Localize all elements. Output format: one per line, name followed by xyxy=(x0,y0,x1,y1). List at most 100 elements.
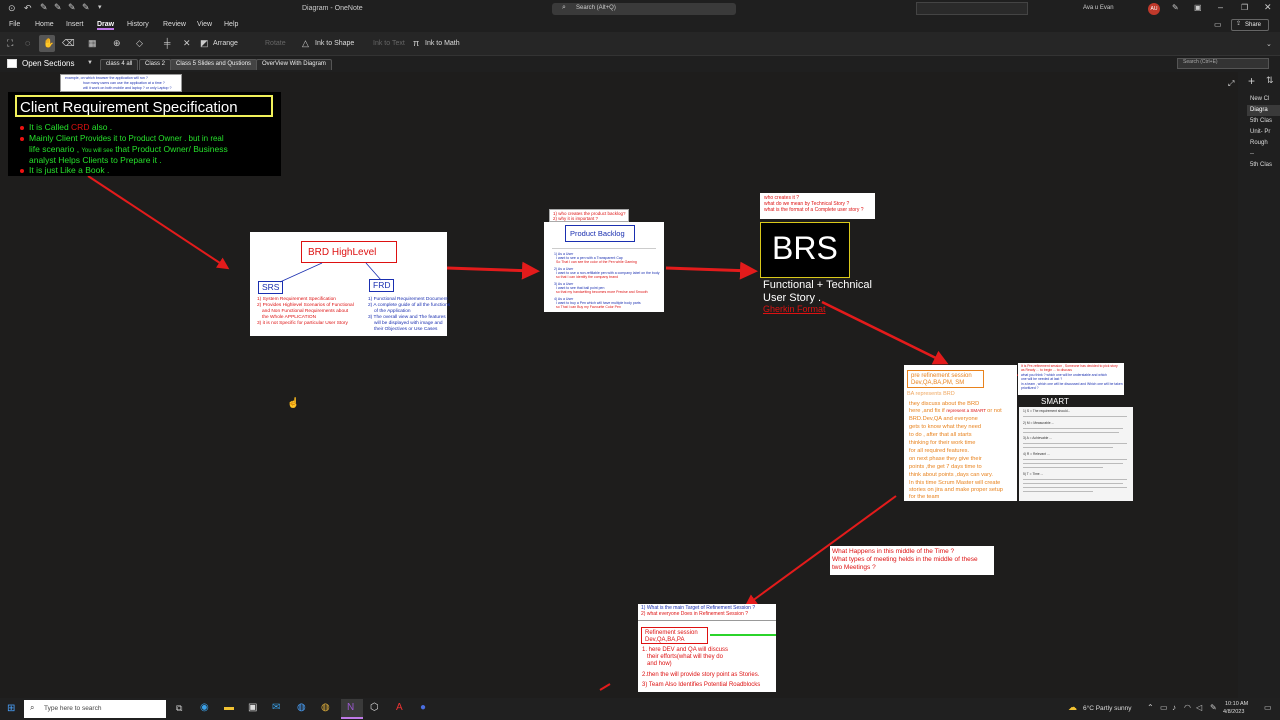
section-search-input[interactable]: Search (Ctrl+E) xyxy=(1177,58,1269,69)
section-search-placeholder: Search (Ctrl+E) xyxy=(1183,59,1218,65)
crs-line-5: It is just Like a Book . xyxy=(20,165,109,176)
clock-date[interactable]: 4/8/2023 xyxy=(1223,709,1245,715)
onenote-circle-icon[interactable]: ⊙ xyxy=(8,3,16,13)
tab-class5-slides[interactable]: Class 5 Slides and Qustions xyxy=(170,59,258,70)
refine-line-3: and how) xyxy=(647,661,672,667)
edge-icon[interactable]: ◉ xyxy=(200,702,209,713)
pan-tool-button[interactable] xyxy=(39,35,55,52)
menu-file[interactable]: File xyxy=(9,21,21,28)
ink-to-text-button[interactable]: Ink to Text xyxy=(373,40,405,47)
close-icon[interactable]: ✕ xyxy=(1264,2,1272,12)
sort-pages-icon[interactable]: ⇅ xyxy=(1266,75,1274,85)
smart-line-4: 4) R = Relevant ... xyxy=(1023,452,1050,456)
mail-icon[interactable]: ✉ xyxy=(272,702,281,713)
backlog-item-5: I want to use a non-refillable pen with … xyxy=(556,271,660,275)
ribbon-display-icon[interactable]: ▣ xyxy=(1194,3,1202,12)
tab-class2[interactable]: Class 2 xyxy=(139,59,172,70)
menu-home[interactable]: Home xyxy=(35,21,54,28)
file-explorer-icon[interactable]: ▬ xyxy=(224,702,234,713)
pen-sync-icon[interactable]: ✎ xyxy=(1172,3,1179,12)
zoom-icon[interactable]: ● xyxy=(420,702,427,713)
backlog-item-11: I want to buy a Pen which will have mult… xyxy=(556,301,641,305)
acrobat-icon[interactable]: A xyxy=(396,702,403,713)
bullet-icon xyxy=(20,125,24,130)
page-item-7[interactable]: 5th Clas xyxy=(1250,162,1273,168)
chrome-icon-1[interactable]: ◍ xyxy=(297,702,306,713)
add-pen-icon[interactable]: ⊕ xyxy=(113,38,121,48)
expand-page-icon[interactable]: ⤢ xyxy=(1228,79,1235,88)
task-view-icon[interactable]: ⧉ xyxy=(176,703,183,713)
chrome-icon-2[interactable]: ◍ xyxy=(321,702,330,713)
pen-icon-3[interactable]: ✎ xyxy=(68,2,76,12)
weather-text[interactable]: 6°C Partly sunny xyxy=(1083,705,1132,712)
share-button[interactable]: ⇪ Share xyxy=(1231,19,1269,31)
tab-class4-all[interactable]: class 4 all xyxy=(100,59,139,70)
brd-title-box: BRD HighLevel xyxy=(301,241,397,263)
search-box[interactable]: ⌕ Search (Alt+Q) xyxy=(552,3,736,15)
eraser-icon[interactable]: ⌫ xyxy=(62,38,75,48)
smart-text-line xyxy=(1023,463,1123,464)
pen-icon-4[interactable]: ✎ xyxy=(82,2,90,12)
taskbar-search-placeholder: Type here to search xyxy=(44,705,102,712)
notification-icon[interactable]: ▭ xyxy=(1264,703,1272,712)
preref-line-2c: or not xyxy=(987,408,1002,414)
menu-insert[interactable]: Insert xyxy=(66,21,84,28)
pen-tray-icon[interactable]: ✎ xyxy=(1210,703,1217,712)
delete-icon[interactable]: ✕ xyxy=(183,38,191,48)
lasso-icon[interactable]: ◌ xyxy=(25,38,31,48)
arrange-icon: ◩ xyxy=(200,38,209,48)
smart-line-1: 1) S = The requirement should... xyxy=(1023,409,1071,413)
menu-review[interactable]: Review xyxy=(163,21,186,28)
smart-text-line xyxy=(1023,432,1119,433)
customize-toolbar-icon[interactable]: ▾ xyxy=(98,4,102,11)
add-space-icon[interactable]: ╪ xyxy=(164,38,171,48)
arrow-crs-brd xyxy=(87,175,230,270)
menu-history[interactable]: History xyxy=(127,21,149,28)
rotate-button[interactable]: Rotate xyxy=(265,40,286,47)
search-placeholder: Search (Alt+Q) xyxy=(576,5,616,11)
page-item-2[interactable]: Diagra xyxy=(1250,107,1268,113)
page-item-4[interactable]: Unit- Pr xyxy=(1250,129,1271,135)
preref-line-13: for the team xyxy=(909,494,940,500)
taskbar-search[interactable]: ⌕ Type here to search xyxy=(24,700,166,718)
open-sections-dropdown[interactable]: Open Sections xyxy=(22,59,75,68)
add-page-icon[interactable]: + xyxy=(1248,74,1256,88)
tray-chevron-icon[interactable]: ⌃ xyxy=(1147,703,1154,712)
menu-view[interactable]: View xyxy=(197,21,213,28)
lasso-select-icon[interactable]: ⛶ xyxy=(7,38,14,48)
page-item-1[interactable]: New Cl xyxy=(1250,96,1270,102)
menu-draw[interactable]: Draw xyxy=(97,21,115,30)
volume-icon[interactable]: ◁ xyxy=(1196,703,1203,712)
windows-start-icon[interactable]: ⊞ xyxy=(7,703,16,714)
notes-icon[interactable]: ▭ xyxy=(1214,20,1222,29)
page-item-3[interactable]: 5th Clas xyxy=(1250,118,1273,124)
tab-overview-diagram[interactable]: OverView With Diagram xyxy=(256,59,332,70)
ink-to-math-button[interactable]: Ink to Math xyxy=(425,40,460,47)
undo-icon[interactable]: ↶ xyxy=(24,3,32,13)
ribbon-expand-icon[interactable]: ⌄ xyxy=(1266,41,1272,48)
pages-pane: + ⇅ New Cl Diagra 5th Clas Unit- Pr Roug… xyxy=(1238,72,1280,698)
shapes-icon[interactable]: ◇ xyxy=(136,38,143,48)
network-icon[interactable]: ▭ xyxy=(1160,703,1168,712)
pen-color-icon[interactable]: ▦ xyxy=(88,38,97,48)
onenote-taskbar-button[interactable]: N xyxy=(341,699,363,719)
pen-icon-1[interactable]: ✎ xyxy=(40,2,48,12)
app-icon-1[interactable]: ⬡ xyxy=(370,702,379,713)
backlog-item-4: 2) As a User xyxy=(554,267,574,271)
wifi-icon[interactable]: ◠ xyxy=(1184,703,1191,712)
restore-icon[interactable]: ❐ xyxy=(1241,3,1249,12)
ink-to-shape-button[interactable]: Ink to Shape xyxy=(315,40,355,47)
avatar[interactable]: AU xyxy=(1148,3,1160,15)
pen-icon-2[interactable]: ✎ xyxy=(54,2,62,12)
clock-time[interactable]: 10:10 AM xyxy=(1225,701,1249,707)
microphone-icon[interactable]: ♪ xyxy=(1172,703,1176,712)
store-icon[interactable]: ▣ xyxy=(248,702,258,713)
arrange-button[interactable]: Arrange xyxy=(213,40,238,47)
backlog-item-12: so That I can Buy my Favourite Color Pen xyxy=(556,305,621,309)
chevron-down-icon[interactable]: ▼ xyxy=(87,60,93,66)
page-item-6[interactable]: -- xyxy=(1250,151,1254,157)
minimize-icon[interactable]: – xyxy=(1218,2,1224,12)
menu-help[interactable]: Help xyxy=(224,21,239,28)
page-canvas[interactable]: ⤢ example, on which browser the applicat… xyxy=(0,72,1238,698)
page-item-5[interactable]: Rough xyxy=(1250,140,1268,146)
